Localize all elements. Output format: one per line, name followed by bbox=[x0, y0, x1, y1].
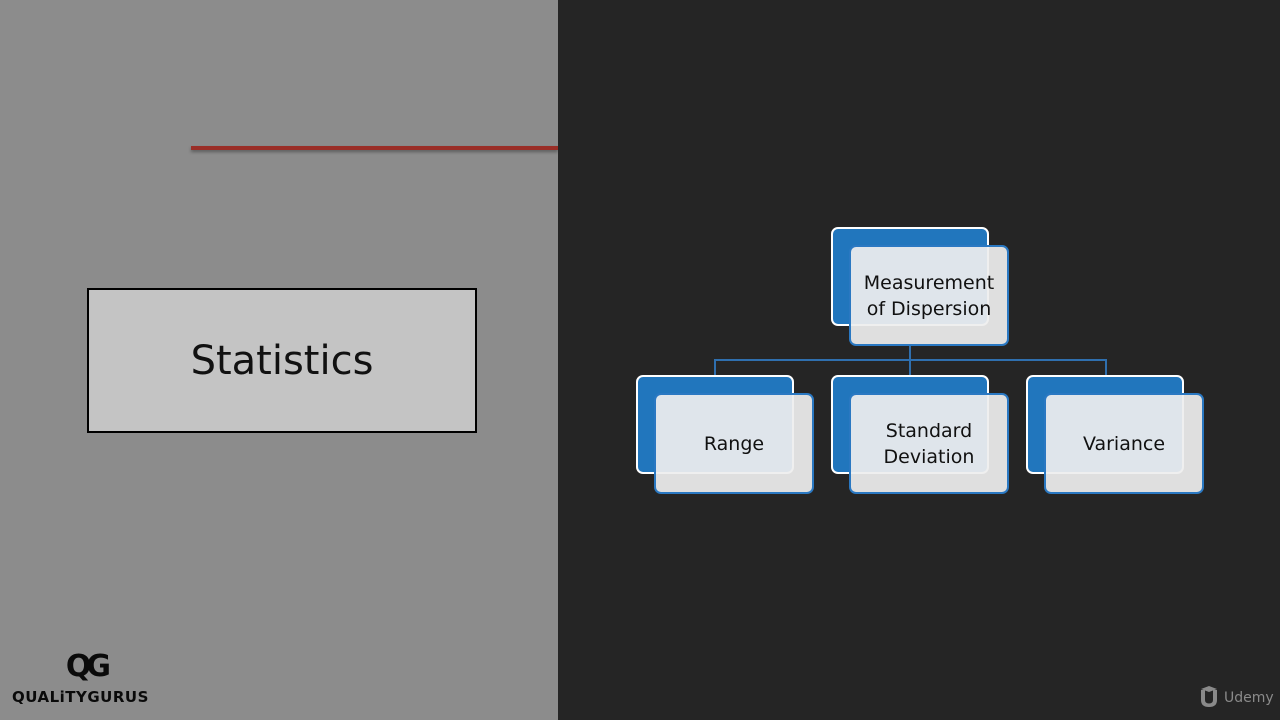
node-variance: Variance bbox=[1026, 375, 1204, 494]
node-front-card: Standard Deviation bbox=[849, 393, 1009, 494]
node-front-card: Variance bbox=[1044, 393, 1204, 494]
node-range: Range bbox=[636, 375, 814, 494]
node-standard-deviation: Standard Deviation bbox=[831, 375, 1009, 494]
connector-to-standard-deviation bbox=[909, 359, 911, 375]
udemy-u-icon bbox=[1201, 686, 1217, 707]
title-box: Statistics bbox=[87, 288, 477, 433]
qg-logo-mark: QG bbox=[65, 649, 111, 684]
node-front-card: Range bbox=[654, 393, 814, 494]
connector-to-range bbox=[714, 359, 716, 375]
accent-rule bbox=[191, 146, 558, 150]
node-front-card: Measurement of Dispersion bbox=[849, 245, 1009, 346]
left-panel: Statistics QG QUALiTYGURUS bbox=[0, 0, 558, 720]
node-label: Variance bbox=[1082, 432, 1166, 455]
node-label: Measurement of Dispersion bbox=[863, 271, 995, 320]
qualitygurus-logo: QG QUALiTYGURUS bbox=[12, 650, 164, 710]
connector-root-down bbox=[909, 344, 911, 360]
udemy-watermark: Udemy bbox=[1196, 686, 1274, 710]
node-label: Standard Deviation bbox=[883, 419, 975, 468]
connector-to-variance bbox=[1105, 359, 1107, 375]
slide-title: Statistics bbox=[190, 337, 374, 384]
qg-logo-text: QUALiTYGURUS bbox=[12, 688, 149, 706]
udemy-label: Udemy bbox=[1224, 690, 1274, 706]
node-measurement-of-dispersion: Measurement of Dispersion bbox=[831, 227, 1009, 346]
node-label: Range bbox=[703, 432, 765, 455]
